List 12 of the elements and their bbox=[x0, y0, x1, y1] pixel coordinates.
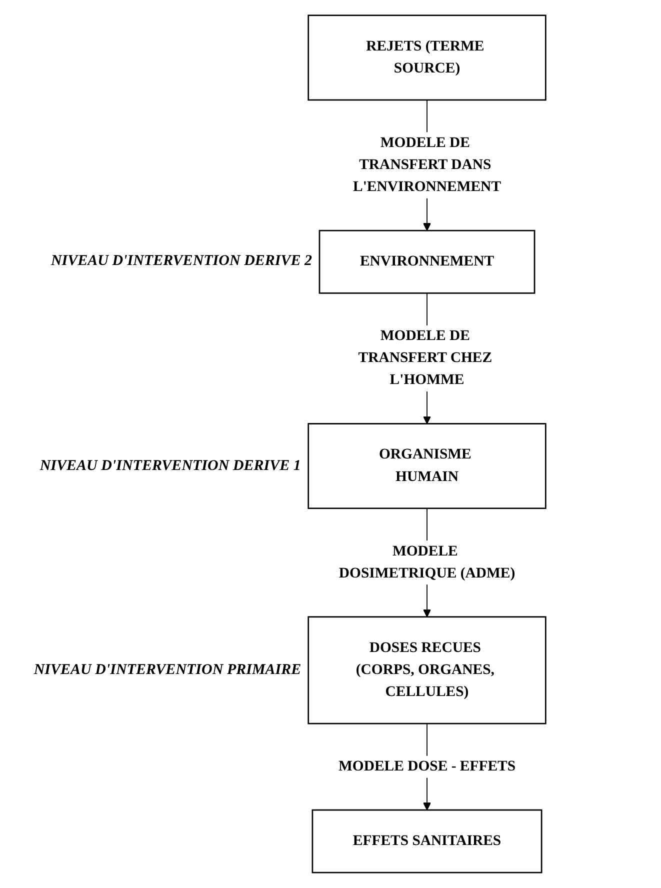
level-note: NIVEAU D'INTERVENTION DERIVE 1 bbox=[40, 456, 301, 476]
node-box: EFFETS SANITAIRES bbox=[312, 809, 543, 874]
level-note: NIVEAU D'INTERVENTION PRIMAIRE bbox=[34, 660, 302, 680]
node-box: ORGANISME HUMAIN bbox=[308, 423, 547, 510]
edge-label: MODELE DE TRANSFERT CHEZ L'HOMME bbox=[358, 328, 493, 388]
node-box: DOSES RECUES (CORPS, ORGANES, CELLULES) bbox=[308, 616, 547, 724]
edge-label: MODELE DE TRANSFERT DANS L'ENVIRONNEMENT bbox=[353, 134, 502, 195]
node-box: REJETS (TERME SOURCE) bbox=[308, 14, 547, 101]
level-note: NIVEAU D'INTERVENTION DERIVE 2 bbox=[50, 252, 312, 272]
edge-label: MODELE DOSE - EFFETS bbox=[338, 758, 516, 774]
node-box: ENVIRONNEMENT bbox=[319, 230, 536, 294]
edge-label: MODELE DOSIMETRIQUE (ADME) bbox=[339, 543, 516, 582]
